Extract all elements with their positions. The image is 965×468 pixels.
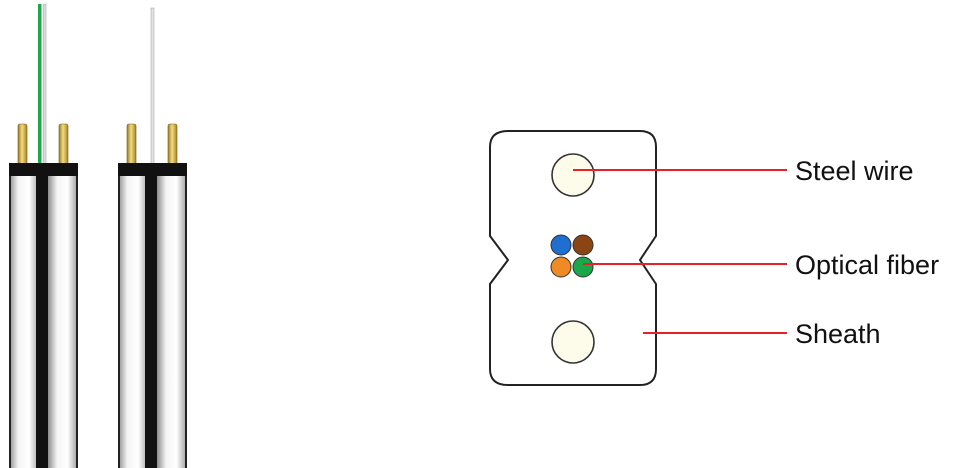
jacket-strip	[9, 176, 40, 468]
cable-cross-section: Steel wire Optical fiber Sheath	[489, 130, 939, 386]
label-optical-fiber: Optical fiber	[795, 250, 939, 280]
fiber-blue	[550, 234, 572, 256]
fiber-brown	[572, 234, 594, 256]
white-fiber	[43, 3, 47, 170]
steel-wire-top	[551, 153, 595, 197]
drop-cable-left	[9, 3, 78, 468]
white-fiber	[150, 7, 155, 170]
label-steel-wire: Steel wire	[795, 156, 914, 186]
steel-wire-bottom	[551, 320, 595, 364]
fiber-orange	[550, 256, 572, 278]
jacket-strip	[118, 176, 149, 468]
green-fiber	[38, 4, 42, 169]
jacket-strip	[48, 176, 78, 468]
drop-cable-right	[118, 7, 187, 468]
label-sheath: Sheath	[795, 319, 881, 349]
sheath-outline	[489, 130, 657, 386]
jacket-strip	[157, 176, 187, 468]
fiber-green	[572, 256, 594, 278]
